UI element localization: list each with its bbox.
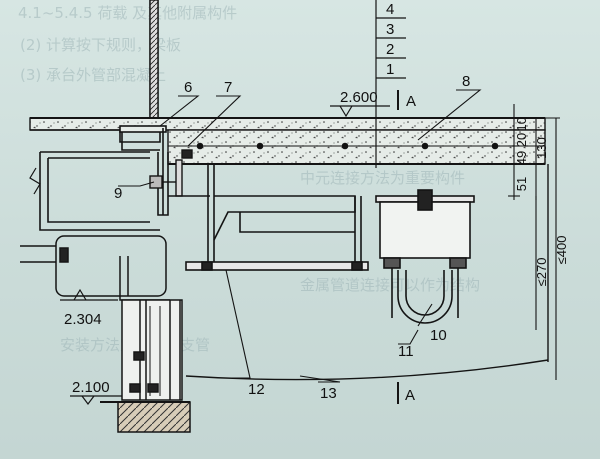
break-line bbox=[29, 167, 41, 195]
callout-12: 12 bbox=[248, 381, 265, 398]
callout-leaders bbox=[118, 89, 482, 383]
elevation-label: 2.304 bbox=[64, 311, 102, 328]
dimension-clearance-outer: ≤400 bbox=[554, 236, 569, 265]
background-text: (3) 承台外管部混凝土 bbox=[20, 66, 166, 84]
dimension-49: 49 bbox=[514, 151, 529, 165]
callout-7: 7 bbox=[224, 79, 232, 96]
bracket-nine bbox=[149, 149, 210, 197]
hanger-frame bbox=[185, 164, 369, 271]
upper-wall bbox=[149, 0, 159, 121]
elevation-low: 2.100 bbox=[70, 379, 122, 405]
background-text: 中元连接方法为重要构件 bbox=[300, 169, 465, 187]
dimension-clearance-inner: ≤270 bbox=[534, 258, 549, 287]
background-text: 4.1~5.4.5 荷载 及其他附属构件 bbox=[18, 4, 237, 22]
floor-slab bbox=[29, 117, 546, 165]
callout-11: 11 bbox=[398, 343, 414, 360]
dimension-lines bbox=[508, 104, 560, 380]
callout-10: 10 bbox=[430, 327, 447, 344]
elevation-floor: 2.600 bbox=[330, 89, 390, 118]
background-text: (2) 计算按下规则，梁板 bbox=[20, 36, 181, 54]
background-text: 金属管道连接可以作为结构 bbox=[300, 276, 480, 294]
layer-stack-leader bbox=[375, 0, 406, 168]
pipe-support bbox=[375, 189, 475, 324]
dimension-10: 10 bbox=[514, 117, 529, 131]
dimension-130: 130 bbox=[534, 137, 549, 159]
callout-4: 4 bbox=[386, 1, 394, 18]
section-marker-lower: A bbox=[405, 387, 415, 404]
elevation-label: 2.100 bbox=[72, 379, 110, 396]
callout-9: 9 bbox=[114, 185, 122, 202]
elevation-mid: 2.304 bbox=[60, 288, 118, 328]
callout-2: 2 bbox=[386, 41, 394, 58]
callout-8: 8 bbox=[462, 73, 470, 90]
dimension-20: 20 bbox=[514, 133, 529, 147]
lower-wall-assembly bbox=[20, 235, 191, 433]
callout-13: 13 bbox=[320, 385, 337, 402]
callout-6: 6 bbox=[184, 79, 192, 96]
background-text-layer: 4.1~5.4.5 荷载 及其他附属构件 (2) 计算按下规则，梁板 (3) 承… bbox=[18, 4, 480, 354]
edge-beam bbox=[30, 125, 169, 231]
callout-1: 1 bbox=[386, 61, 394, 78]
elevation-label: 2.600 bbox=[340, 89, 378, 106]
callout-3: 3 bbox=[386, 21, 394, 38]
section-marker-upper: A bbox=[406, 93, 416, 110]
dimension-51: 51 bbox=[514, 177, 529, 191]
